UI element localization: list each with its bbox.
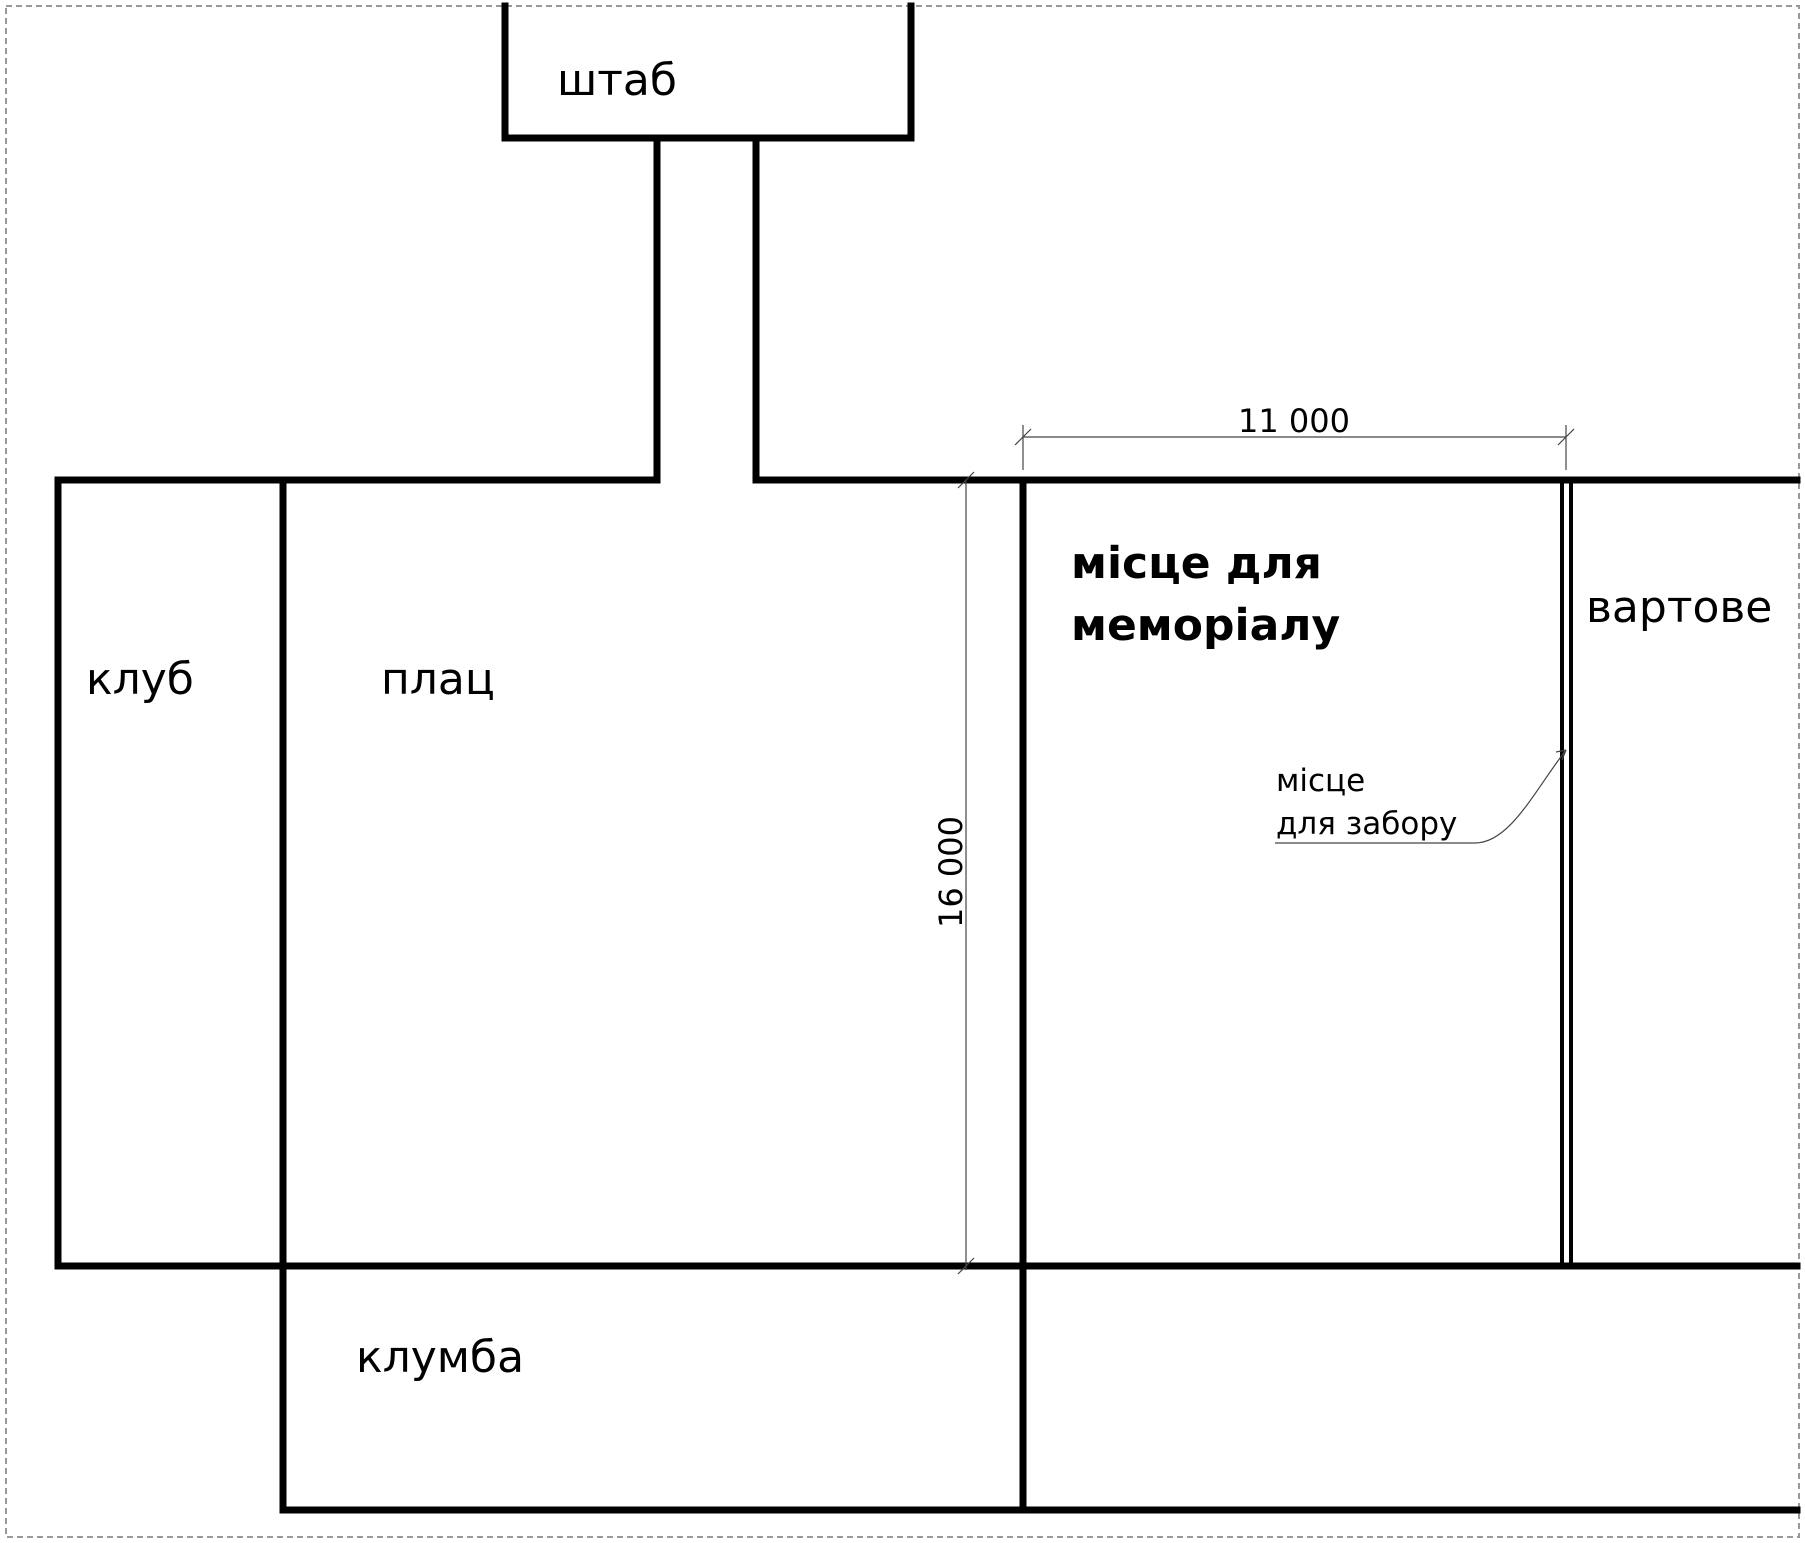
page-frame (5, 5, 1800, 1538)
club-label: клуб (86, 654, 194, 705)
parade-ground-label: плац (381, 654, 495, 705)
hq-passage (653, 134, 760, 484)
memorial-label-line1: місце для (1071, 538, 1322, 589)
memorial-label-line2: меморіалу (1071, 600, 1340, 651)
height-dimension: 16 000 (932, 471, 975, 1275)
hq-building (501, 2, 915, 142)
width-dimension: 11 000 (1014, 402, 1575, 470)
flowerbed-label: клумба (356, 1332, 524, 1383)
club-area (54, 476, 287, 1270)
fence-note-line1: місце (1276, 763, 1365, 799)
flowerbed-area (279, 1262, 1801, 1514)
guardhouse-label: вартове (1586, 582, 1772, 633)
hq-label: штаб (557, 55, 677, 106)
fence-double-line (1560, 478, 1573, 1268)
fence-leader (1275, 749, 1567, 844)
fence-note-line2: для забору (1276, 806, 1457, 842)
width-dimension-label: 11 000 (1238, 402, 1350, 440)
height-dimension-label: 16 000 (932, 816, 970, 928)
